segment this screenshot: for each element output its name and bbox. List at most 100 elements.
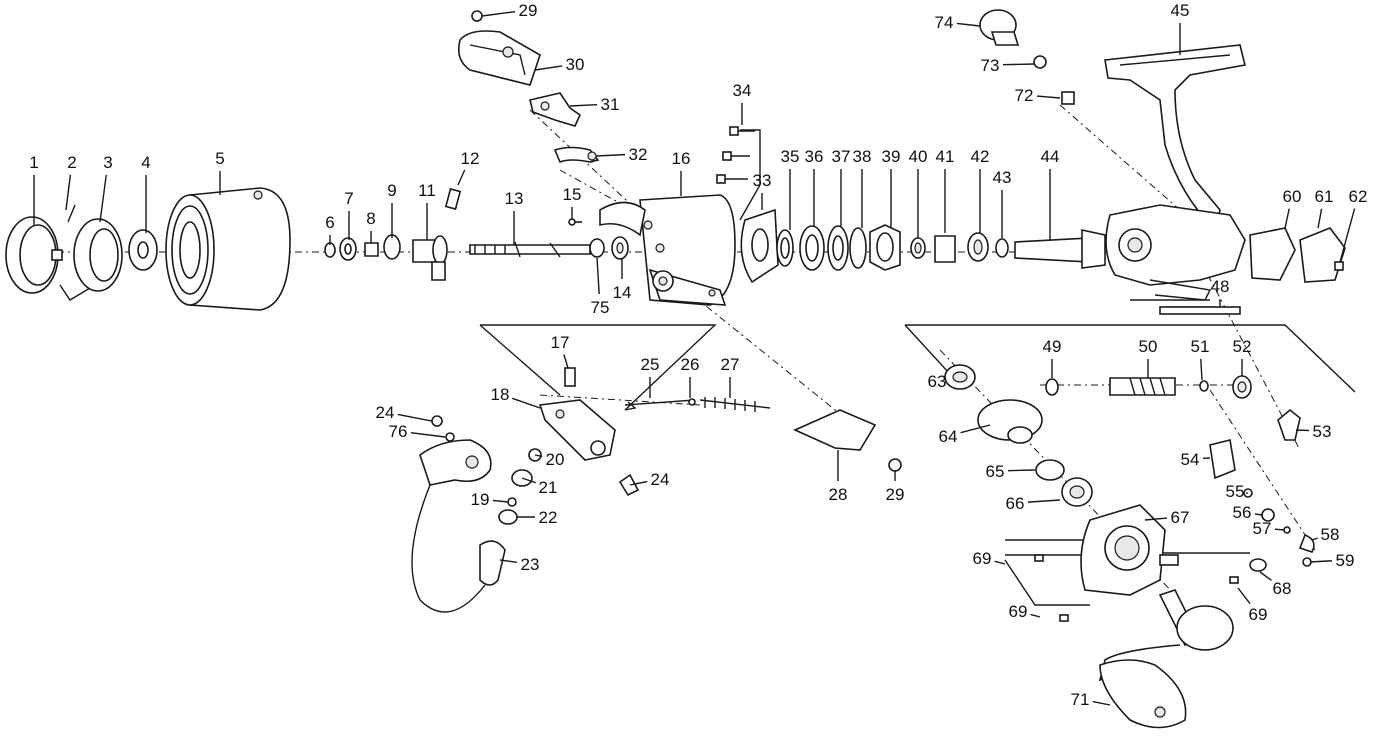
callout-45: 45 [1171,1,1189,55]
callout-number: 17 [551,333,570,352]
callout-21: 21 [521,477,558,497]
callout-number: 27 [721,355,740,374]
callout-69: 69 [1009,602,1041,621]
callout-62: 62 [1339,187,1367,263]
callout-number: 36 [805,147,824,166]
callout-number: 2 [67,153,76,172]
callout-76: 76 [389,422,446,441]
callout-20: 20 [534,450,564,469]
callout-29: 29 [886,470,905,504]
leader-line [1144,517,1168,521]
callout-number: 31 [601,95,620,114]
callout-number: 37 [832,147,851,166]
drive-train-parts [776,224,1106,271]
leader-line [960,424,991,434]
callout-number: 29 [519,1,538,20]
callout-26: 26 [681,355,699,398]
callout-number: 25 [641,355,660,374]
callout-9: 9 [387,181,397,238]
callout-number: 16 [672,149,691,168]
callout-number: 57 [1253,519,1272,538]
callout-69: 69 [1237,587,1267,624]
callout-number: 65 [986,462,1005,481]
leader-line [1237,587,1251,605]
callout-65: 65 [986,462,1036,481]
leader-line [569,103,598,107]
callout-number: 68 [1273,579,1292,598]
body-16 [599,194,736,306]
callout-35: 35 [781,147,800,230]
leader-line [512,397,541,409]
callout-40: 40 [909,147,927,238]
callout-7: 7 [344,189,354,240]
callout-number: 30 [566,55,585,74]
callout-number: 4 [141,153,150,172]
callout-number: 8 [366,209,375,228]
callout-24: 24 [376,403,433,422]
callout-number: 72 [1015,86,1034,105]
leader-line [1007,469,1036,472]
callout-number: 38 [853,147,872,166]
leader-line [596,257,600,295]
callout-number: 24 [376,403,395,422]
callout-number: 54 [1181,450,1200,469]
callout-number: 15 [563,185,582,204]
callout-57: 57 [1253,519,1285,538]
line-roller-parts [411,367,902,613]
callout-number: 1 [29,153,38,172]
callout-69: 69 [973,549,1006,568]
callout-number: 55 [1226,482,1245,501]
callout-number: 67 [1171,508,1190,527]
callout-number: 11 [418,181,436,200]
callout-36: 36 [805,147,824,226]
callout-72: 72 [1015,86,1061,105]
frame-45 [1104,44,1246,301]
callout-number: 61 [1315,187,1334,206]
callout-number: 35 [781,147,800,166]
callout-52: 52 [1233,337,1251,376]
grouping-brackets [479,129,1356,606]
callout-number: 7 [344,189,353,208]
callout-42: 42 [971,147,989,233]
callout-number: 64 [939,427,958,446]
callout-number: 58 [1321,525,1340,544]
knob-parts [979,9,1075,105]
callout-14: 14 [613,258,631,302]
callout-number: 51 [1191,337,1210,356]
leader-line [1092,700,1111,706]
callout-64: 64 [939,424,991,446]
callout-16: 16 [672,149,691,196]
callout-number: 21 [539,478,558,497]
leader-line [1030,613,1041,618]
callout-number: 18 [491,385,510,404]
callout-number: 69 [1009,602,1028,621]
callout-73: 73 [981,56,1035,75]
gear-and-handle [944,364,1267,729]
callout-number: 9 [387,181,396,200]
callout-24: 24 [629,470,669,489]
leader-line [1200,358,1203,381]
leader-line [1317,208,1323,229]
callout-63: 63 [928,372,951,391]
callout-number: 44 [1041,147,1060,166]
callout-51: 51 [1191,337,1210,381]
spool-shaft-parts [324,188,629,281]
callout-2: 2 [65,153,77,211]
leader-line [534,454,543,458]
callout-29: 29 [481,1,538,20]
leader-line [1339,208,1356,263]
callout-number: 5 [215,149,224,168]
callout-number: 22 [539,508,558,527]
bail-arm-parts [457,10,600,164]
callout-23: 23 [499,555,539,574]
spool-assembly [5,187,291,311]
callout-number: 29 [886,485,905,504]
callout-number: 28 [829,485,848,504]
leader-line [595,153,626,157]
callout-25: 25 [641,355,660,398]
leader-line [1309,560,1333,563]
callout-number: 73 [981,56,1000,75]
callout-37: 37 [832,147,851,226]
